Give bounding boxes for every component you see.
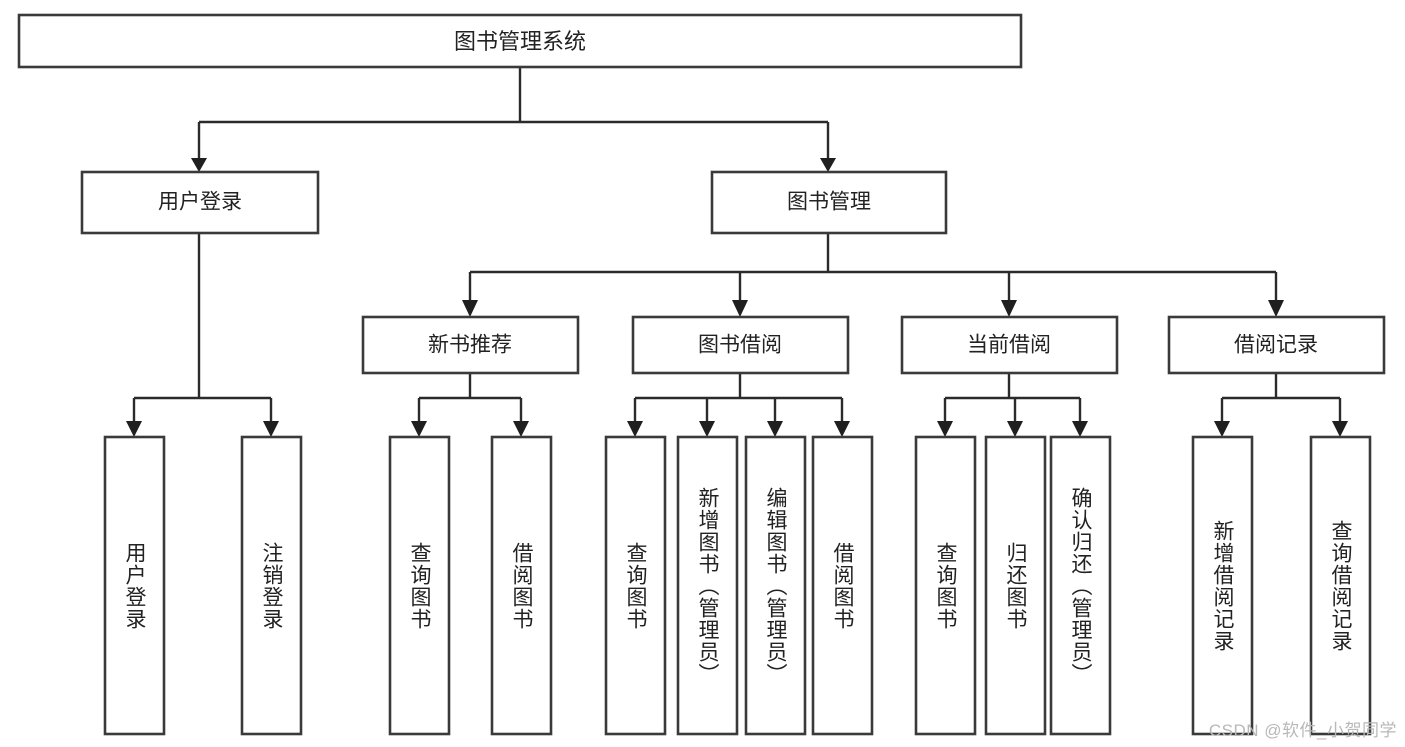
leaf-book-borrow-2-box[interactable] [744, 435, 807, 736]
node-borrow-record[interactable]: 借阅记录 [1167, 315, 1386, 375]
leaf-borrow-record-1-box[interactable] [1309, 435, 1372, 736]
arrow-newbook-leaf1 [513, 421, 529, 437]
leaf-current-borrow-1-box[interactable] [984, 435, 1047, 736]
leaf-new-book-1-box[interactable] [490, 435, 553, 736]
leaf-user-login-1-label: 注销登录 [260, 541, 283, 630]
leaf-user-login-1[interactable]: 注销登录 [240, 435, 303, 736]
leaf-current-borrow-2-label: 确认归还（管理员） [1069, 486, 1092, 685]
node-book-management[interactable]: 图书管理 [710, 170, 948, 235]
arrow-root-to-user-login [191, 158, 207, 172]
leaf-book-borrow-2-label: 编辑图书（管理员） [764, 486, 787, 685]
arrow-borrowrecord-leaf0 [1214, 421, 1230, 437]
node-current-borrow-label: 当前借阅 [967, 334, 1051, 357]
leaf-new-book-1-label: 借阅图书 [510, 541, 533, 630]
leaf-current-borrow-0-label: 查询图书 [934, 541, 957, 630]
node-new-book-recommend-box[interactable] [361, 315, 580, 375]
leaf-book-borrow-0-box[interactable] [604, 435, 667, 736]
arrow-bookborrow-leaf2 [767, 421, 783, 437]
leaf-book-borrow-2[interactable]: 编辑图书（管理员） [744, 435, 807, 736]
node-new-book-recommend[interactable]: 新书推荐 [361, 315, 580, 375]
node-root[interactable]: 图书管理系统 [17, 13, 1023, 69]
arrow-borrowrecord-leaf1 [1332, 421, 1348, 437]
leaf-current-borrow-1[interactable]: 归还图书 [984, 435, 1047, 736]
leaf-borrow-record-1-label: 查询借阅记录 [1329, 519, 1352, 652]
node-book-management-box[interactable] [710, 170, 948, 235]
leaf-current-borrow-2[interactable]: 确认归还（管理员） [1049, 435, 1112, 736]
leaf-current-borrow-0[interactable]: 查询图书 [914, 435, 977, 736]
arrow-bookmgmt-to-record [1268, 300, 1284, 317]
node-book-borrow[interactable]: 图书借阅 [631, 315, 850, 375]
node-borrow-record-label: 借阅记录 [1234, 334, 1318, 357]
leaf-current-borrow-2-box[interactable] [1049, 435, 1112, 736]
leaf-book-borrow-3-box[interactable] [811, 435, 874, 736]
leaf-user-login-0-box[interactable] [103, 435, 166, 736]
leaf-book-borrow-3[interactable]: 借阅图书 [811, 435, 874, 736]
leaf-borrow-record-0-label: 新增借阅记录 [1211, 519, 1234, 652]
node-current-borrow[interactable]: 当前借阅 [900, 315, 1119, 375]
leaf-new-book-0-label: 查询图书 [408, 541, 431, 630]
leaf-current-borrow-1-label: 归还图书 [1004, 541, 1027, 630]
leaf-book-borrow-0-label: 查询图书 [624, 541, 647, 630]
leaf-borrow-record-0-box[interactable] [1191, 435, 1254, 736]
arrow-bookborrow-leaf3 [834, 421, 850, 437]
leaf-book-borrow-1[interactable]: 新增图书（管理员） [676, 435, 739, 736]
arrow-bookborrow-leaf1 [699, 421, 715, 437]
node-new-book-recommend-label: 新书推荐 [428, 334, 512, 357]
arrow-newbook-leaf0 [411, 421, 427, 437]
leaf-new-book-0[interactable]: 查询图书 [388, 435, 451, 736]
connector-layer [126, 67, 1348, 437]
leaf-user-login-1-box[interactable] [240, 435, 303, 736]
leaf-book-borrow-1-box[interactable] [676, 435, 739, 736]
node-user-login-label: 用户登录 [158, 191, 242, 214]
node-borrow-record-box[interactable] [1167, 315, 1386, 375]
leaf-borrow-record-1[interactable]: 查询借阅记录 [1309, 435, 1372, 736]
node-book-borrow-label: 图书借阅 [698, 334, 782, 357]
node-root-box[interactable] [17, 13, 1023, 69]
leaf-user-login-0-label: 用户登录 [123, 541, 146, 630]
leaf-new-book-0-box[interactable] [388, 435, 451, 736]
leaf-book-borrow-1-label: 新增图书（管理员） [696, 486, 719, 685]
arrow-bookmgmt-to-borrow [732, 300, 748, 317]
arrow-currentborrow-leaf0 [937, 421, 953, 437]
arrow-currentborrow-leaf1 [1007, 421, 1023, 437]
node-book-management-label: 图书管理 [787, 191, 871, 214]
arrow-bookmgmt-to-new [462, 300, 478, 317]
node-user-login-box[interactable] [80, 170, 320, 235]
leaf-user-login-0[interactable]: 用户登录 [103, 435, 166, 736]
leaf-book-borrow-0[interactable]: 查询图书 [604, 435, 667, 736]
arrow-root-to-book-mgmt [820, 158, 836, 172]
arrow-currentborrow-leaf2 [1072, 421, 1088, 437]
node-current-borrow-box[interactable] [900, 315, 1119, 375]
arrow-userlogin-leaf0 [126, 421, 142, 437]
arrow-bookborrow-leaf0 [627, 421, 643, 437]
arrow-userlogin-leaf1 [263, 421, 279, 437]
leaf-book-borrow-3-label: 借阅图书 [831, 541, 854, 630]
node-user-login[interactable]: 用户登录 [80, 170, 320, 235]
leaf-new-book-1[interactable]: 借阅图书 [490, 435, 553, 736]
node-root-label: 图书管理系统 [454, 29, 586, 54]
node-book-borrow-box[interactable] [631, 315, 850, 375]
arrow-bookmgmt-to-current [1001, 300, 1017, 317]
leaf-borrow-record-0[interactable]: 新增借阅记录 [1191, 435, 1254, 736]
leaf-current-borrow-0-box[interactable] [914, 435, 977, 736]
